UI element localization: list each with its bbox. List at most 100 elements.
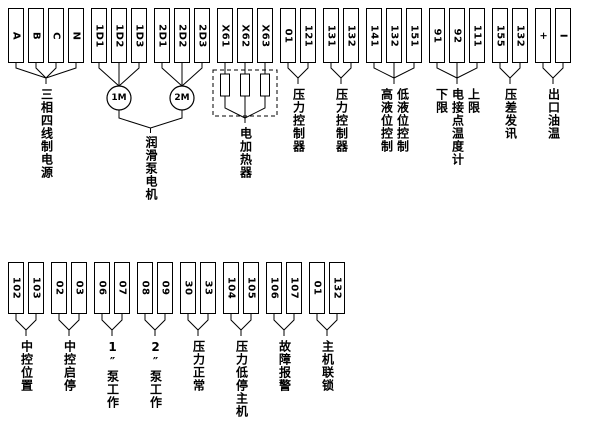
terminal-label: A <box>10 31 22 40</box>
terminal-box: 92 <box>449 8 465 63</box>
terminal-box: 111 <box>469 8 485 63</box>
terminal-label: X61 <box>219 23 231 48</box>
connection-lines <box>15 63 564 336</box>
group-label: 压力正常 <box>191 340 206 392</box>
terminal-box: I <box>555 8 571 63</box>
group-label: 压力控制器 <box>334 88 349 153</box>
terminal-box: 132 <box>512 8 528 63</box>
terminal-label: 1D1 <box>93 23 105 48</box>
terminal-box: N <box>68 8 84 63</box>
group-label: 压差发讯 <box>503 88 518 140</box>
group-label: 故障报警 <box>277 340 292 392</box>
terminal-box: 132 <box>386 8 402 63</box>
terminal-label: 105 <box>245 276 257 300</box>
terminal-box: 06 <box>94 262 110 314</box>
terminal-label: 2D3 <box>196 23 208 48</box>
group-label: 中控位置 <box>19 340 34 392</box>
terminal-label: 104 <box>225 276 237 300</box>
terminal-label: 33 <box>202 280 214 296</box>
group-label: 2″泵工作 <box>148 340 163 409</box>
group-label: 高液位控制 <box>379 88 394 153</box>
motor-label: 2M <box>174 93 189 103</box>
terminal-label: 07 <box>116 280 128 296</box>
terminal-box: 30 <box>180 262 196 314</box>
terminal-label: + <box>537 31 549 40</box>
terminal-label: B <box>30 31 42 40</box>
group-label: 低液位控制 <box>395 88 410 153</box>
terminal-box: 2D2 <box>174 8 190 63</box>
terminal-box: 03 <box>71 262 87 314</box>
terminal-label: 132 <box>345 24 357 47</box>
motor-label: 1M <box>111 93 126 103</box>
terminal-box: 08 <box>137 262 153 314</box>
terminal-label: I <box>557 33 569 38</box>
terminal-box: 107 <box>286 262 302 314</box>
group-label: 出口油温 <box>546 88 561 140</box>
terminal-label: 06 <box>96 280 108 296</box>
terminal-label: 91 <box>431 28 443 43</box>
terminal-label: N <box>70 31 82 40</box>
terminal-label: 01 <box>282 28 294 43</box>
terminal-label: 92 <box>451 28 463 43</box>
terminal-box: 01 <box>309 262 325 314</box>
terminal-box: 141 <box>366 8 382 63</box>
terminal-label: 02 <box>53 280 65 296</box>
heater-element <box>220 73 230 97</box>
terminal-box: X61 <box>217 8 233 63</box>
terminal-box: 103 <box>28 262 44 314</box>
heater-dashed-box <box>212 69 278 117</box>
terminal-label: 151 <box>408 24 420 47</box>
group-label: 电加热器 <box>238 127 253 179</box>
terminal-box: 132 <box>329 262 345 314</box>
terminal-label: 132 <box>388 24 400 47</box>
terminal-label: 132 <box>514 24 526 47</box>
group-label: 中控启停 <box>62 340 77 392</box>
terminal-label: 106 <box>268 276 280 300</box>
terminal-box: 1D2 <box>111 8 127 63</box>
group-label: 润滑泵电机 <box>144 136 158 201</box>
terminal-label: 2D1 <box>156 23 168 48</box>
heater-element <box>260 73 270 97</box>
terminal-box: 155 <box>492 8 508 63</box>
terminal-label: 30 <box>182 280 194 296</box>
terminal-box: 131 <box>323 8 339 63</box>
terminal-box: 91 <box>429 8 445 63</box>
terminal-label: 121 <box>302 24 314 47</box>
terminal-box: + <box>535 8 551 63</box>
group-label: 压力低停主机 <box>234 340 249 418</box>
terminal-label: X63 <box>259 23 271 48</box>
terminal-label: 01 <box>311 280 323 296</box>
terminal-box: 2D1 <box>154 8 170 63</box>
terminal-box: 09 <box>157 262 173 314</box>
terminal-label: 2D2 <box>176 23 188 48</box>
terminal-label: 08 <box>139 280 151 296</box>
terminal-box: 105 <box>243 262 259 314</box>
terminal-label: 1D2 <box>113 23 125 48</box>
terminal-box: 104 <box>223 262 239 314</box>
terminal-label: 107 <box>288 276 300 300</box>
motor-circle <box>106 85 132 111</box>
terminal-box: 33 <box>200 262 216 314</box>
terminal-box: X62 <box>237 8 253 63</box>
terminal-box: 106 <box>266 262 282 314</box>
terminal-box: X63 <box>257 8 273 63</box>
terminal-box: 01 <box>280 8 296 63</box>
terminal-box: A <box>8 8 24 63</box>
terminal-box: 121 <box>300 8 316 63</box>
group-label: 压力控制器 <box>291 88 306 153</box>
group-label: 上限 <box>466 88 481 114</box>
terminal-box: 151 <box>406 8 422 63</box>
motor-circle <box>169 85 195 111</box>
terminal-label: C <box>50 31 62 40</box>
terminal-label: 1D3 <box>133 23 145 48</box>
terminal-box: 1D1 <box>91 8 107 63</box>
terminal-label: 102 <box>10 276 22 300</box>
terminal-label: 131 <box>325 24 337 47</box>
group-label: 电接点温度计 <box>450 88 465 166</box>
terminal-label: 09 <box>159 280 171 296</box>
terminal-box: 132 <box>343 8 359 63</box>
terminal-box: 1D3 <box>131 8 147 63</box>
group-label: 三相四线制电源 <box>39 88 54 179</box>
